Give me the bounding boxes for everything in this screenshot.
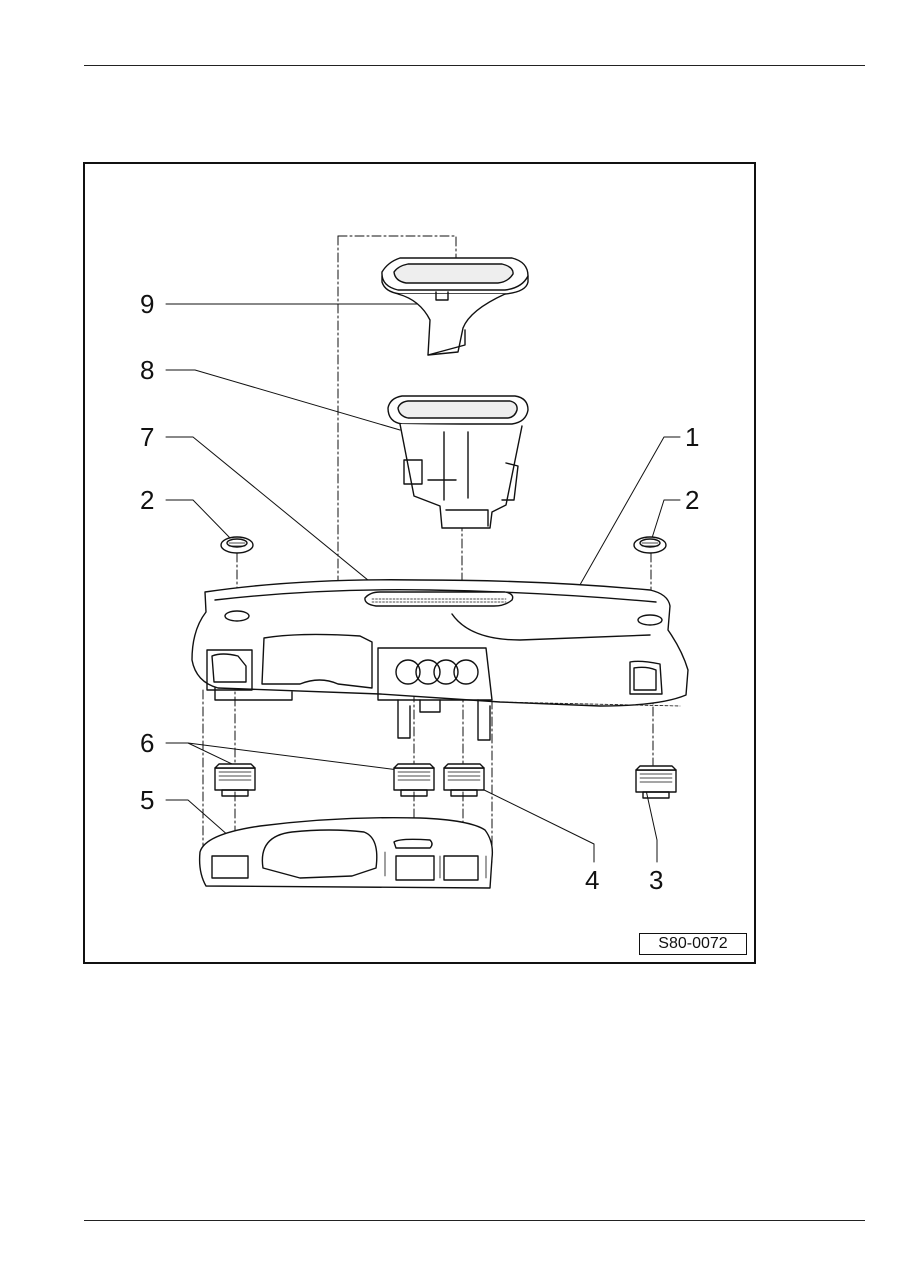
vent-part-3 bbox=[635, 765, 677, 799]
callout-6: 6 bbox=[140, 728, 155, 758]
callout-5: 5 bbox=[140, 785, 155, 815]
callout-2-left: 2 bbox=[140, 485, 155, 515]
vent-part-6-left bbox=[214, 763, 256, 797]
leader-lines bbox=[165, 303, 681, 863]
callout-7: 7 bbox=[140, 422, 155, 452]
clip-part-2-left bbox=[220, 536, 254, 554]
callout-3: 3 bbox=[649, 865, 664, 895]
figure-code-label: S80-0072 bbox=[639, 933, 747, 955]
vent-part-4 bbox=[443, 763, 485, 797]
figure-frame bbox=[83, 162, 756, 964]
lower-air-duct-part-8 bbox=[387, 395, 529, 529]
callout-2-right: 2 bbox=[685, 485, 700, 515]
dashboard-part-1 bbox=[191, 579, 689, 741]
footer-rule bbox=[84, 1220, 865, 1221]
vent-part-6-center bbox=[393, 763, 435, 797]
trim-panel-part-5 bbox=[198, 816, 494, 889]
callout-1: 1 bbox=[685, 422, 700, 452]
upper-air-duct-part-9 bbox=[381, 257, 529, 356]
callout-8: 8 bbox=[140, 355, 155, 385]
header-rule bbox=[84, 65, 865, 66]
callout-4: 4 bbox=[585, 865, 600, 895]
clip-part-2-right bbox=[633, 536, 667, 554]
callout-9: 9 bbox=[140, 289, 155, 319]
